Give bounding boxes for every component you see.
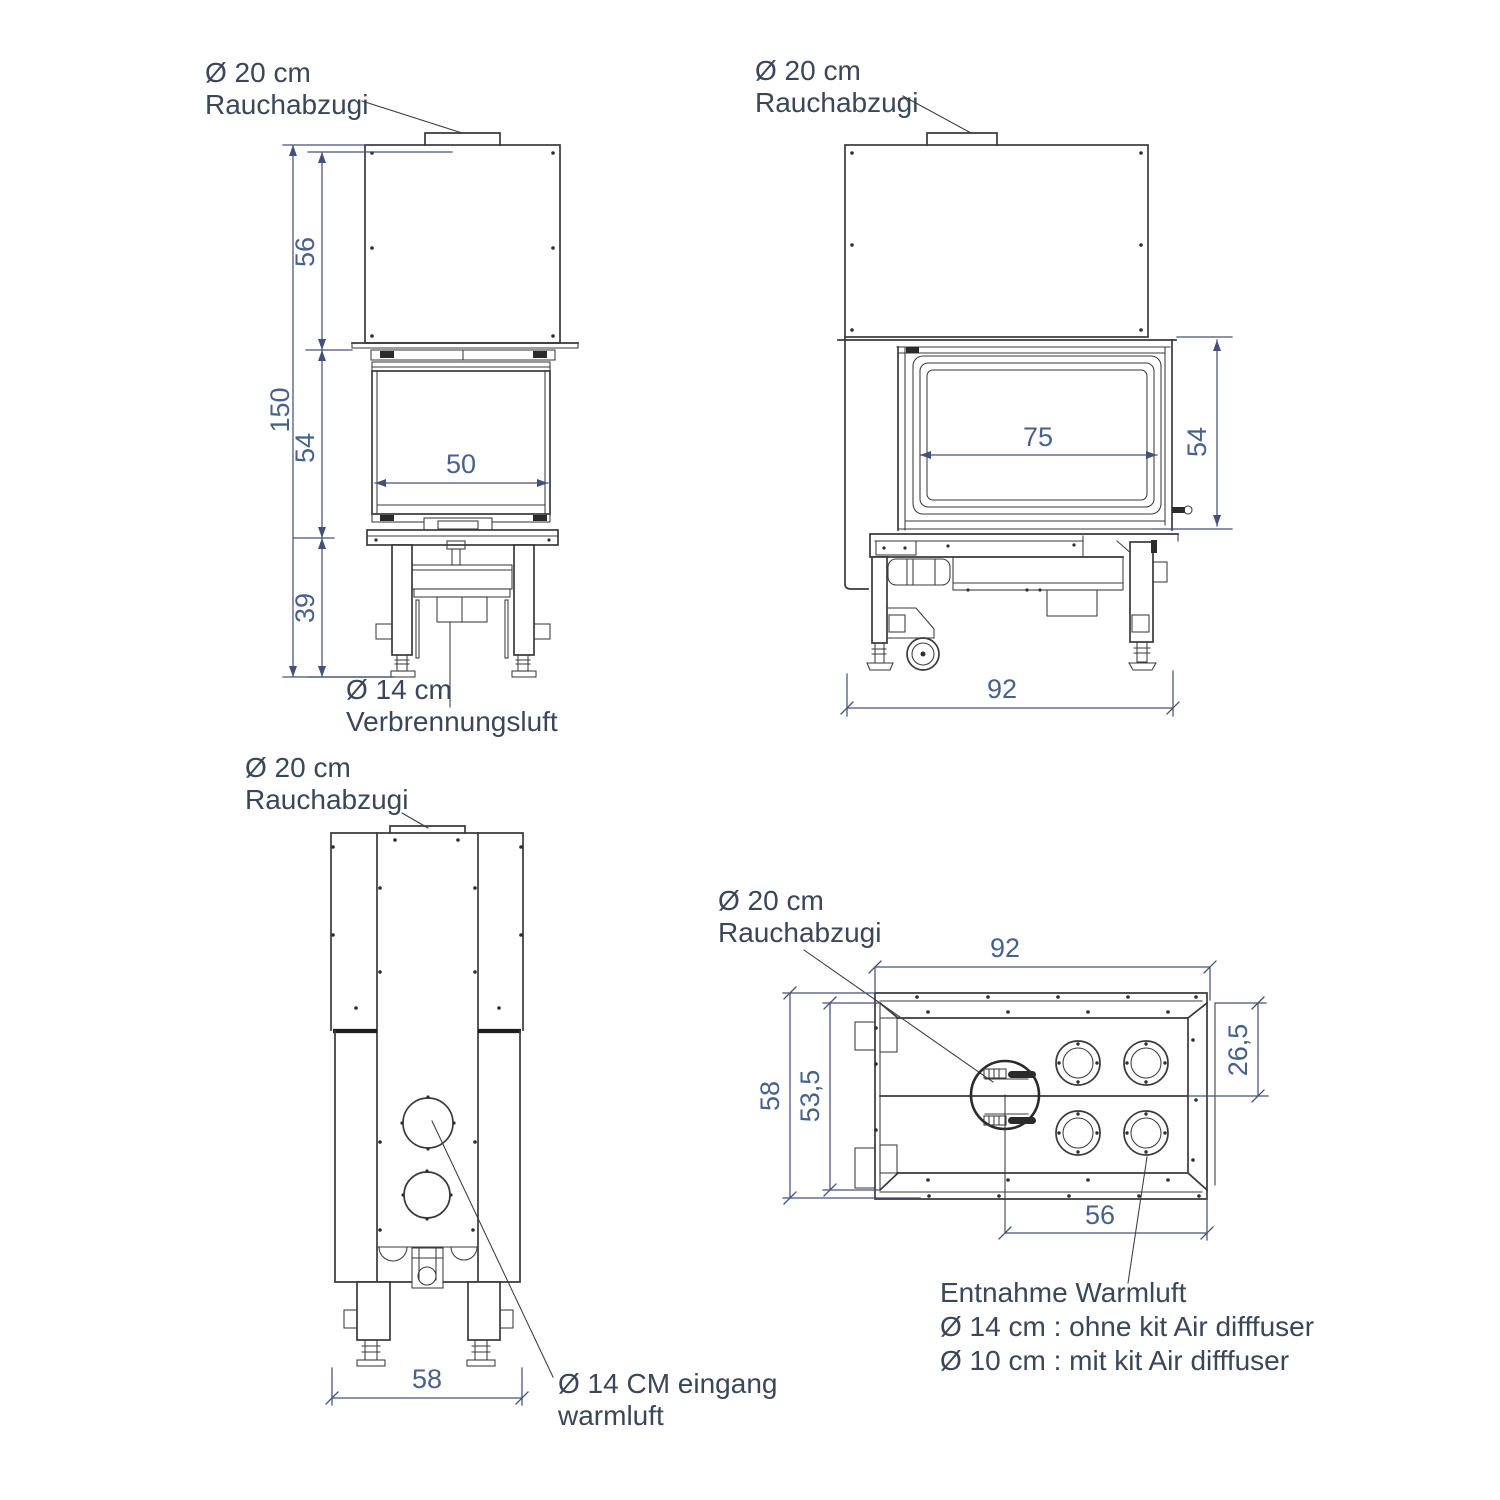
top-flue-leader-line <box>803 949 994 1083</box>
front-dim-base-height: 39 <box>290 537 394 678</box>
front-air-duct-box <box>411 564 513 590</box>
front-dim-total-height-value: 150 <box>265 387 295 432</box>
top-warm-air-label-line1: Entnahme Warmluft <box>940 1277 1187 1308</box>
front-air-label-line2: Verbrennungsluft <box>346 706 558 737</box>
warm-air-outlet <box>1055 1040 1101 1086</box>
side-dim-glass-width-value: 75 <box>1023 422 1053 452</box>
warm-air-outlet <box>1123 1040 1169 1086</box>
rear-base <box>376 1246 478 1289</box>
top-dim-outlet-offset-value: 26,5 <box>1223 1024 1253 1077</box>
front-dim-glass-width-value: 50 <box>446 449 476 479</box>
front-dim-hood-height-value: 56 <box>290 237 320 267</box>
warm-air-outlet <box>1123 1110 1169 1156</box>
side-lower-box <box>1046 589 1098 617</box>
rear-dim-width: 58 <box>325 1364 529 1406</box>
side-glass-outer <box>912 355 1162 515</box>
rear-legs <box>343 1281 514 1367</box>
side-flue-leader-line <box>902 95 972 134</box>
rear-flue-label-line2: Rauchabzugi <box>245 784 408 815</box>
side-view: Ø 20 cm Rauchabzugi <box>755 55 1233 717</box>
front-base <box>366 529 559 623</box>
top-warm-air-label-line2: Ø 14 cm : ohne kit Air difffuser <box>940 1311 1314 1342</box>
top-dim-height: 58 <box>755 986 921 1205</box>
rear-dim-width-value: 58 <box>412 1364 442 1394</box>
top-warm-air-leader-line <box>1127 1156 1148 1284</box>
side-flue-collar <box>926 132 998 146</box>
side-door-frame <box>837 339 1193 531</box>
top-dim-outlet-offset: 26,5 <box>1187 996 1269 1103</box>
side-dim-height-value: 54 <box>1182 427 1212 457</box>
rear-air-label-line2: warmluft <box>557 1400 664 1431</box>
side-back-wall <box>844 336 869 590</box>
front-door-handle <box>423 517 493 531</box>
top-flue-label-line2: Rauchabzugi <box>718 917 881 948</box>
front-view: Ø 20 cm Rauchabzugi <box>205 57 579 737</box>
front-dim-total-height: 150 <box>265 144 394 678</box>
top-dim-depth-value: 92 <box>990 933 1020 963</box>
rear-flue-label-line1: Ø 20 cm <box>245 752 351 783</box>
top-dim-height-value: 58 <box>755 1081 785 1111</box>
rear-air-label-line1: Ø 14 CM eingang <box>558 1368 777 1399</box>
side-dim-depth-value: 92 <box>987 674 1017 704</box>
top-dim-flue-to-front: 56 <box>998 1094 1214 1241</box>
front-flue-label-line1: Ø 20 cm <box>205 57 311 88</box>
side-caster-wheel <box>906 637 940 671</box>
rear-body <box>330 832 524 1283</box>
side-air-tube <box>887 558 951 586</box>
side-base <box>869 533 1179 617</box>
front-legs <box>375 544 551 678</box>
side-door-handle <box>1172 505 1193 515</box>
top-dim-flue-to-front-value: 56 <box>1085 1200 1115 1230</box>
top-body <box>854 992 1216 1200</box>
front-dim-firebox-height-value: 54 <box>290 433 320 463</box>
side-glass-middle <box>919 362 1155 508</box>
side-flue-label-line2: Rauchabzugi <box>755 87 918 118</box>
front-door-frame <box>370 349 556 531</box>
front-junction-plate <box>351 342 579 349</box>
top-warm-air-callout: Entnahme Warmluft Ø 14 cm : ohne kit Air… <box>940 1156 1314 1376</box>
rear-caster-bracket <box>411 1247 444 1289</box>
front-hood <box>364 144 561 344</box>
top-warm-air-label-line3: Ø 10 cm : mit kit Air difffuser <box>940 1345 1289 1376</box>
top-view: Ø 20 cm Rauchabzugi <box>718 885 1314 1376</box>
top-dim-inner-height-value: 53,5 <box>795 1070 825 1123</box>
front-dim-hood-height: 56 <box>290 151 453 351</box>
top-flue-outlet <box>969 1059 1041 1131</box>
top-dim-depth: 92 <box>868 933 1217 1001</box>
side-dim-glass-width: 75 <box>919 422 1158 459</box>
top-warm-air-outlets <box>1055 1040 1169 1156</box>
front-dim-base-height-value: 39 <box>290 593 320 623</box>
front-dim-glass-width: 50 <box>374 449 549 487</box>
top-left-tab-upper <box>854 1021 876 1051</box>
front-dim-firebox-height: 54 <box>290 349 335 539</box>
side-under-box <box>952 556 1124 591</box>
side-legs <box>866 540 1168 671</box>
front-air-label-line1: Ø 14 cm <box>346 674 452 705</box>
rear-flue-collar <box>389 825 466 834</box>
front-flue-collar <box>424 132 501 146</box>
front-flue-label-line2: Rauchabzugi <box>205 89 368 120</box>
side-dim-depth: 92 <box>840 670 1180 717</box>
top-left-tab-lower <box>854 1147 876 1189</box>
side-dim-height: 54 <box>1151 336 1233 530</box>
rear-air-leader-line <box>431 1120 554 1378</box>
warm-air-outlet <box>1055 1110 1101 1156</box>
side-glass-inner <box>926 369 1148 501</box>
front-combustion-air-callout: Ø 14 cm Verbrennungsluft <box>346 621 558 737</box>
front-flue-leader-line <box>361 100 463 134</box>
top-flue-label-line1: Ø 20 cm <box>718 885 824 916</box>
rear-warm-air-inlets <box>400 1095 456 1221</box>
side-hood <box>844 144 1149 590</box>
side-flue-label-line1: Ø 20 cm <box>755 55 861 86</box>
top-dim-inner-height: 53,5 <box>795 996 881 1197</box>
rear-view: Ø 20 cm Rauchabzugi <box>245 752 777 1431</box>
rear-warm-air-callout: Ø 14 CM eingang warmluft <box>431 1120 777 1431</box>
